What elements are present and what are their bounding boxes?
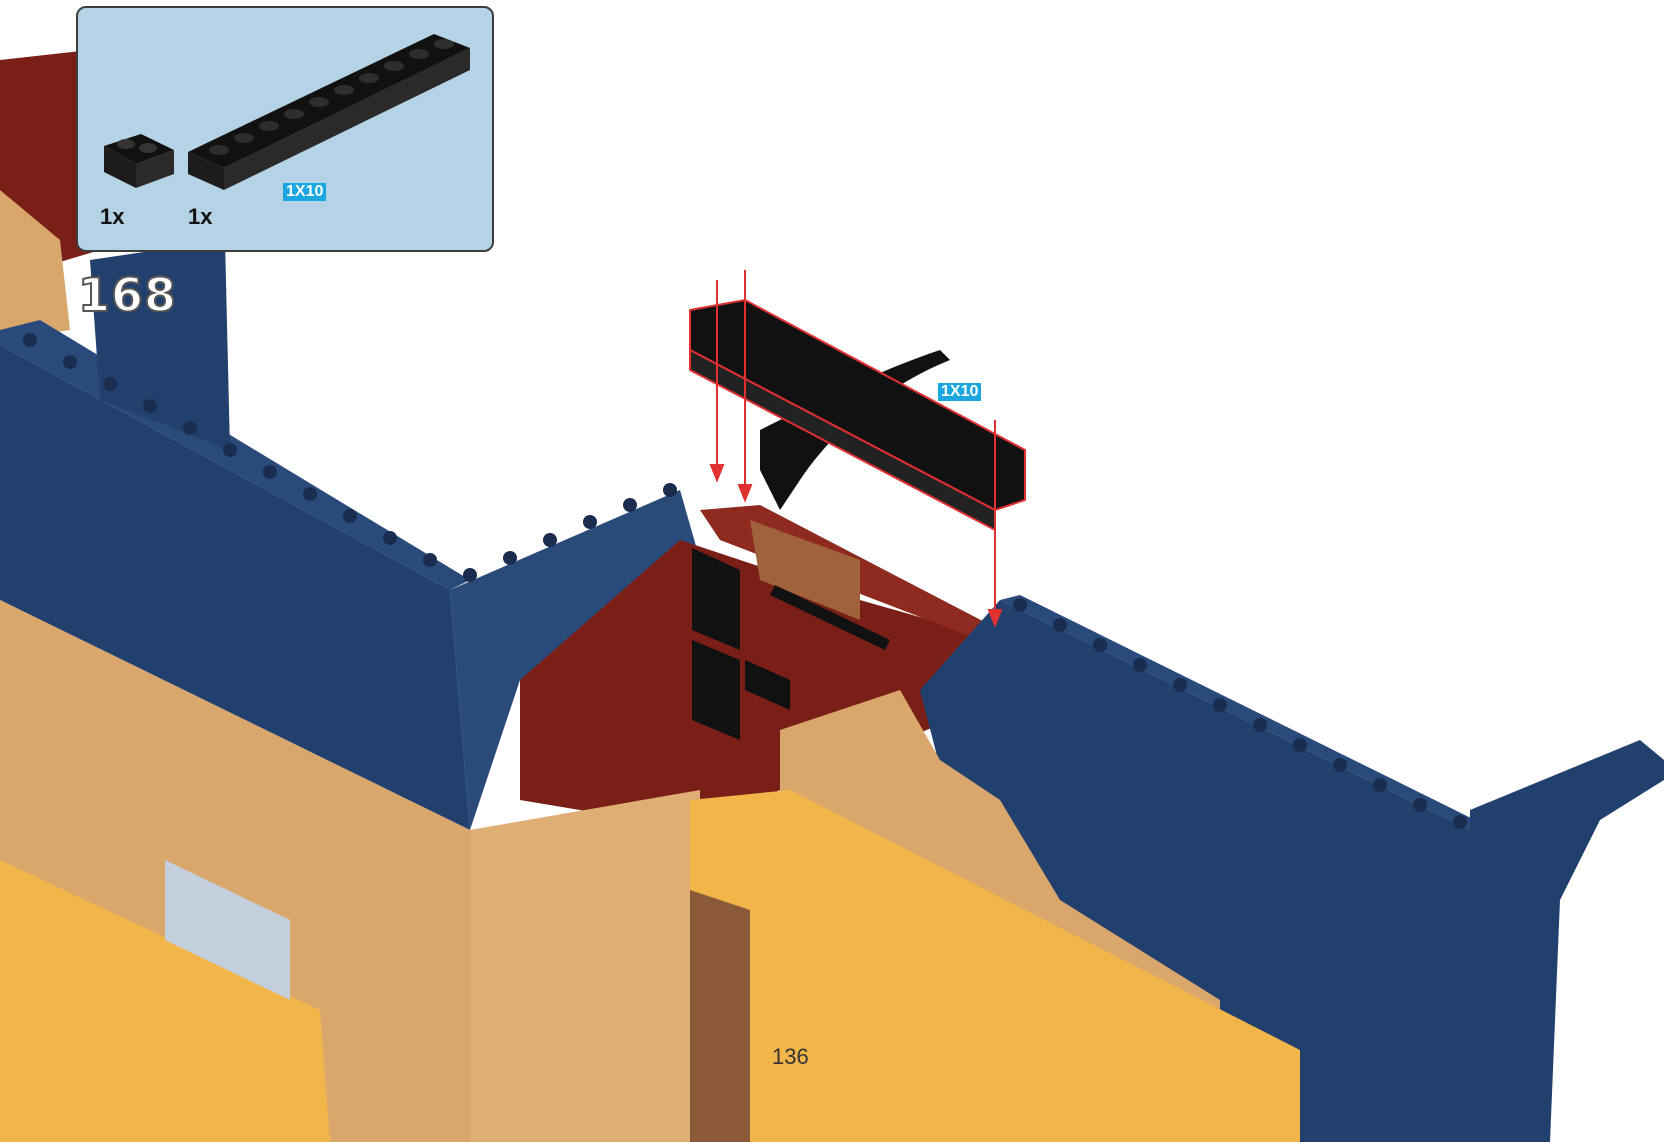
part-2-size-label: 1X10: [283, 183, 326, 201]
tan-wall-corner: [470, 790, 700, 1142]
parts-callout: 1x 1x 1X10: [76, 6, 494, 252]
part-1x10-brick-icon: [184, 28, 474, 198]
blue-arch-right: [1470, 740, 1664, 1142]
page-number: 136: [772, 1044, 809, 1070]
step-number: 168: [78, 268, 177, 322]
part-2-quantity: 1x: [188, 204, 212, 230]
brown-doorway: [690, 890, 750, 1142]
new-part-size-label: 1X10: [938, 383, 981, 401]
part-1-quantity: 1x: [100, 204, 124, 230]
new-1x10-brick: [690, 300, 1025, 530]
part-1x2-brick-icon: [96, 116, 176, 196]
